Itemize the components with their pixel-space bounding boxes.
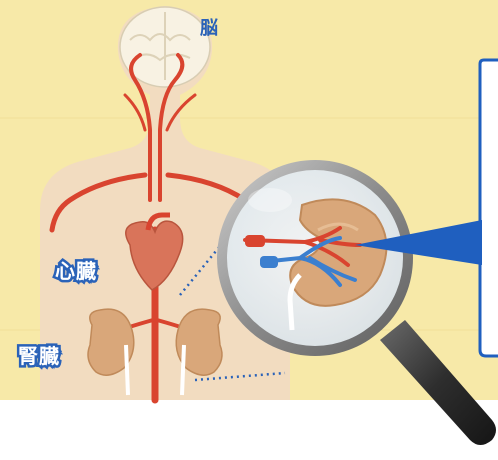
heart-label: 心臓 xyxy=(55,255,97,284)
bottom-white-band xyxy=(0,400,498,456)
callout-box xyxy=(480,60,498,356)
kidney-label: 腎臓 xyxy=(18,340,60,369)
brain-label: 脳 xyxy=(200,14,219,40)
lens-highlight xyxy=(248,188,292,212)
